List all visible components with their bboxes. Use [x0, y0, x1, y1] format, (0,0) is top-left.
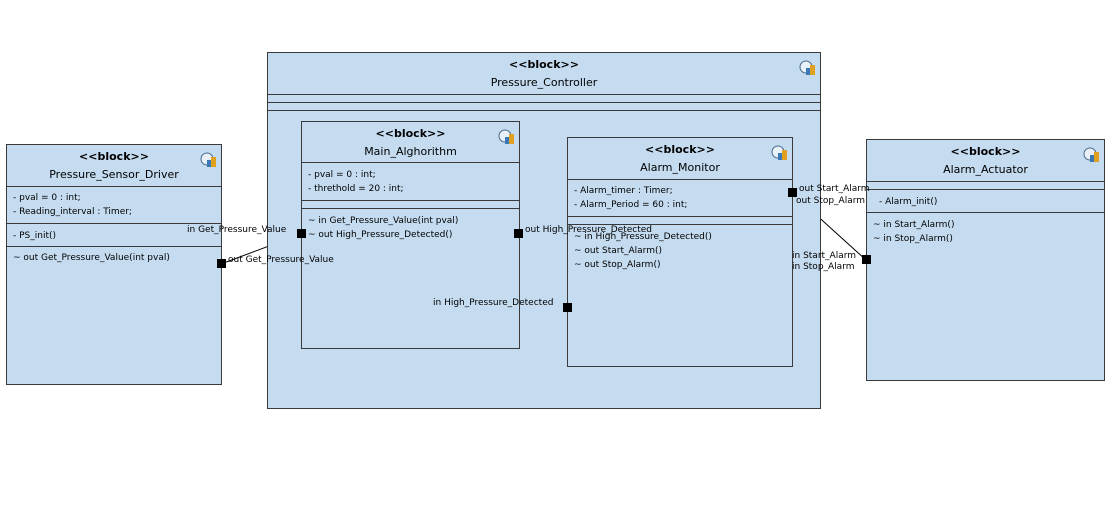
block-main-alghorithm[interactable]: <<block>> Main_Alghorithm - pval = 0 : i… — [301, 121, 520, 349]
block-stereotype: <<block>> — [79, 150, 149, 163]
block-name: Pressure_Controller — [490, 76, 598, 89]
divider — [867, 212, 1104, 213]
port-label: out Stop_Alarm — [796, 196, 866, 206]
flow-line: ~ out High_Pressure_Detected() — [308, 230, 453, 240]
block-model-icon — [1083, 147, 1099, 162]
flow-line: ~ in Start_Alarm() — [873, 220, 955, 230]
divider — [867, 189, 1104, 190]
attribute-line: - Reading_interval : Timer; — [13, 207, 132, 217]
flow-line: ~ out Get_Pressure_Value(int pval) — [13, 253, 170, 263]
block-alarm-actuator[interactable]: <<block>> Alarm_Actuator - Alarm_init() … — [866, 139, 1105, 381]
attribute-line: - pval = 0 : int; — [308, 170, 376, 180]
port-label: in Stop_Alarm — [792, 262, 855, 272]
block-stereotype: <<block>> — [950, 145, 1021, 158]
divider — [302, 208, 519, 209]
divider — [867, 181, 1104, 182]
port-label: out Start_Alarm — [799, 184, 870, 194]
divider — [268, 102, 820, 103]
attribute-line: - Alarm_timer : Timer; — [574, 186, 673, 196]
port-main-in[interactable] — [297, 229, 306, 238]
flow-line: ~ in High_Pressure_Detected() — [574, 232, 712, 242]
operation-line: - PS_init() — [13, 231, 57, 241]
flow-line: ~ out Start_Alarm() — [574, 246, 662, 256]
divider — [268, 110, 820, 111]
divider — [302, 200, 519, 201]
block-alarm-monitor[interactable]: <<block>> Alarm_Monitor - Alarm_timer : … — [567, 137, 793, 367]
divider — [568, 179, 792, 180]
attribute-line: - pval = 0 : int; — [13, 193, 81, 203]
block-stereotype: <<block>> — [375, 127, 446, 140]
flow-line: ~ in Get_Pressure_Value(int pval) — [308, 216, 459, 226]
block-model-icon — [799, 60, 815, 75]
attribute-line: - Alarm_Period = 60 : int; — [574, 200, 688, 210]
block-stereotype: <<block>> — [645, 143, 715, 156]
attribute-line: - threthold = 20 : int; — [308, 184, 404, 194]
port-monitor-in[interactable] — [563, 303, 572, 312]
port-monitor-out[interactable] — [788, 188, 797, 197]
port-label: in Get_Pressure_Value — [187, 225, 287, 235]
block-name: Alarm_Monitor — [640, 161, 720, 174]
port-label: in Start_Alarm — [792, 251, 857, 261]
port-label: in High_Pressure_Detected — [433, 298, 554, 308]
divider — [7, 223, 221, 224]
operation-line: - Alarm_init() — [879, 197, 938, 207]
block-model-icon — [200, 152, 216, 167]
divider — [302, 162, 519, 163]
flow-line: ~ in Stop_Alarm() — [873, 234, 953, 244]
divider — [7, 246, 221, 247]
port-label: out High_Pressure_Detected — [525, 225, 652, 235]
divider — [568, 224, 792, 225]
block-name: Pressure_Sensor_Driver — [49, 168, 179, 181]
port-sensor-out[interactable] — [217, 259, 226, 268]
block-name: Alarm_Actuator — [943, 163, 1028, 176]
block-pressure-sensor-driver[interactable]: <<block>> Pressure_Sensor_Driver - pval … — [6, 144, 222, 385]
divider — [268, 94, 820, 95]
block-model-icon — [498, 129, 514, 144]
divider — [568, 216, 792, 217]
block-name: Main_Alghorithm — [364, 145, 457, 158]
port-main-out[interactable] — [514, 229, 523, 238]
block-stereotype: <<block>> — [509, 58, 579, 71]
flow-line: ~ out Stop_Alarm() — [574, 260, 661, 270]
port-actuator-in[interactable] — [862, 255, 871, 264]
port-label: out Get_Pressure_Value — [228, 255, 334, 265]
block-model-icon — [771, 145, 787, 160]
divider — [7, 186, 221, 187]
